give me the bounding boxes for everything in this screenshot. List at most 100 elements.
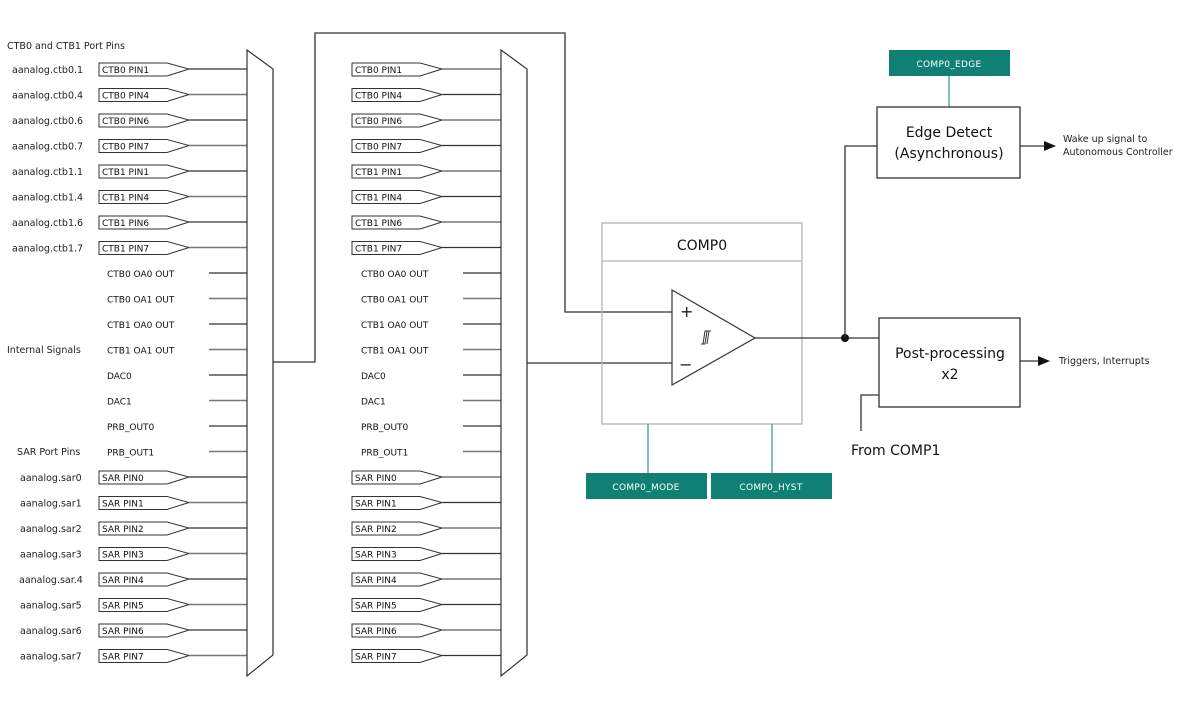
- pin-box-label: SAR PIN1: [355, 500, 397, 510]
- pin-box: [351, 164, 444, 179]
- pin-box: [351, 470, 444, 485]
- port-label: aanalog.ctb0.4: [12, 91, 83, 102]
- group-label-ctb-port-pins: CTB0 and CTB1 Port Pins: [7, 41, 125, 52]
- minus-input-label: −: [679, 355, 692, 374]
- internal-signal-label: DAC0: [361, 372, 386, 382]
- pin-box: [351, 623, 444, 638]
- pin-box-label: CTB0 PIN6: [355, 117, 402, 127]
- port-label: aanalog.sar1: [20, 499, 82, 510]
- right-mux: [500, 48, 528, 678]
- pin-box: [98, 470, 191, 485]
- pin-box-label: SAR PIN2: [102, 525, 144, 535]
- internal-signal-label: CTB0 OA1 OUT: [107, 296, 175, 306]
- pin-box: [98, 496, 191, 510]
- pin-box: [98, 572, 191, 587]
- pin-box-label: CTB1 PIN4: [355, 194, 402, 204]
- pin-box: [351, 521, 444, 536]
- internal-signal-label: CTB0 OA1 OUT: [361, 296, 429, 306]
- pin-box: [98, 164, 191, 179]
- pin-box: [98, 190, 191, 204]
- pin-box: [98, 547, 191, 561]
- group-label-internal-signals: Internal Signals: [7, 345, 81, 356]
- pin-box-label: CTB0 PIN1: [102, 66, 149, 76]
- register-comp0-mode-label: COMP0_MODE: [612, 483, 679, 493]
- pin-box: [351, 215, 444, 230]
- pin-box: [98, 623, 191, 638]
- pin-box-label: SAR PIN4: [355, 576, 397, 586]
- internal-signal-label: PRB_OUT0: [361, 423, 409, 433]
- wire-to-edge-detect: [844, 145, 877, 338]
- pin-box-label: SAR PIN5: [355, 602, 397, 612]
- plus-input-label: +: [680, 302, 693, 321]
- pin-box: [98, 113, 191, 128]
- pin-box-label: SAR PIN6: [355, 627, 397, 637]
- register-comp0-mode: [586, 473, 707, 499]
- pin-box-label: SAR PIN7: [102, 653, 144, 663]
- port-label: aanalog.sar5: [20, 601, 82, 612]
- pin-box: [351, 88, 444, 102]
- pin-box-label: SAR PIN4: [102, 576, 144, 586]
- pin-box-label: CTB1 PIN6: [355, 219, 402, 229]
- internal-signal-label: CTB1 OA1 OUT: [361, 347, 429, 357]
- port-label: aanalog.ctb1.7: [12, 244, 83, 255]
- wire-from-comp1: [860, 394, 879, 431]
- pin-box: [98, 139, 191, 153]
- internal-signal-label: CTB1 OA0 OUT: [107, 321, 175, 331]
- port-label: aanalog.ctb0.7: [12, 142, 83, 153]
- wake-label-line1: Wake up signal to: [1063, 134, 1148, 145]
- internal-signal-label: DAC1: [361, 398, 386, 408]
- pin-box: [98, 88, 191, 102]
- pin-box: [351, 496, 444, 510]
- port-label: aanalog.sar.4: [19, 575, 83, 586]
- triggers-label: Triggers, Interrupts: [1058, 356, 1150, 367]
- internal-signal-label: PRB_OUT1: [107, 449, 154, 459]
- left-mux: [246, 48, 274, 678]
- post-processing-block: [878, 317, 1021, 408]
- pin-box-label: CTB0 PIN7: [355, 143, 402, 153]
- wake-label-line2: Autonomous Controller: [1063, 147, 1173, 158]
- comp0-block: [601, 222, 803, 425]
- port-label: aanalog.sar3: [20, 550, 82, 561]
- pin-box-label: CTB1 PIN1: [102, 168, 149, 178]
- internal-signal-label: PRB_OUT1: [361, 449, 408, 459]
- port-label: aanalog.ctb0.1: [12, 65, 83, 76]
- internal-signal-label: DAC0: [107, 372, 132, 382]
- pin-box: [351, 241, 444, 255]
- pin-box-label: SAR PIN6: [102, 627, 144, 637]
- pin-box-label: CTB0 PIN7: [102, 143, 149, 153]
- pin-box-label: SAR PIN0: [102, 474, 144, 484]
- pin-box-label: CTB1 PIN1: [355, 168, 402, 178]
- edge-detect-block: [876, 106, 1021, 179]
- internal-signal-label: CTB0 OA0 OUT: [107, 270, 175, 280]
- pin-box: [351, 62, 444, 77]
- pin-box-label: SAR PIN7: [355, 653, 397, 663]
- port-label: aanalog.ctb0.6: [12, 116, 83, 127]
- pin-box-label: SAR PIN5: [102, 602, 144, 612]
- pin-box-label: CTB1 PIN7: [102, 245, 149, 255]
- register-comp0-hyst: [711, 473, 832, 499]
- port-label: aanalog.sar2: [20, 524, 82, 535]
- pin-box: [351, 547, 444, 561]
- register-comp0-hyst-label: COMP0_HYST: [739, 483, 802, 493]
- comp0-title: COMP0: [677, 238, 727, 254]
- internal-signal-label: DAC1: [107, 398, 132, 408]
- pin-box: [98, 521, 191, 536]
- pin-box-label: CTB1 PIN6: [102, 219, 149, 229]
- hysteresis-icon: [701, 330, 711, 345]
- pin-box-label: SAR PIN0: [355, 474, 397, 484]
- pin-box: [98, 649, 191, 663]
- pin-box: [98, 62, 191, 77]
- internal-signal-label: CTB1 OA0 OUT: [361, 321, 429, 331]
- pin-box: [351, 598, 444, 612]
- port-label: aanalog.ctb1.1: [12, 167, 83, 178]
- port-label: aanalog.sar0: [20, 473, 82, 484]
- pin-box-label: CTB0 PIN4: [355, 92, 402, 102]
- from-comp1-label: From COMP1: [851, 443, 940, 459]
- port-label: aanalog.ctb1.4: [12, 193, 83, 204]
- edge-detect-title: Edge Detect: [906, 125, 993, 141]
- post-processing-title: Post-processing: [895, 346, 1005, 362]
- pin-box: [351, 113, 444, 128]
